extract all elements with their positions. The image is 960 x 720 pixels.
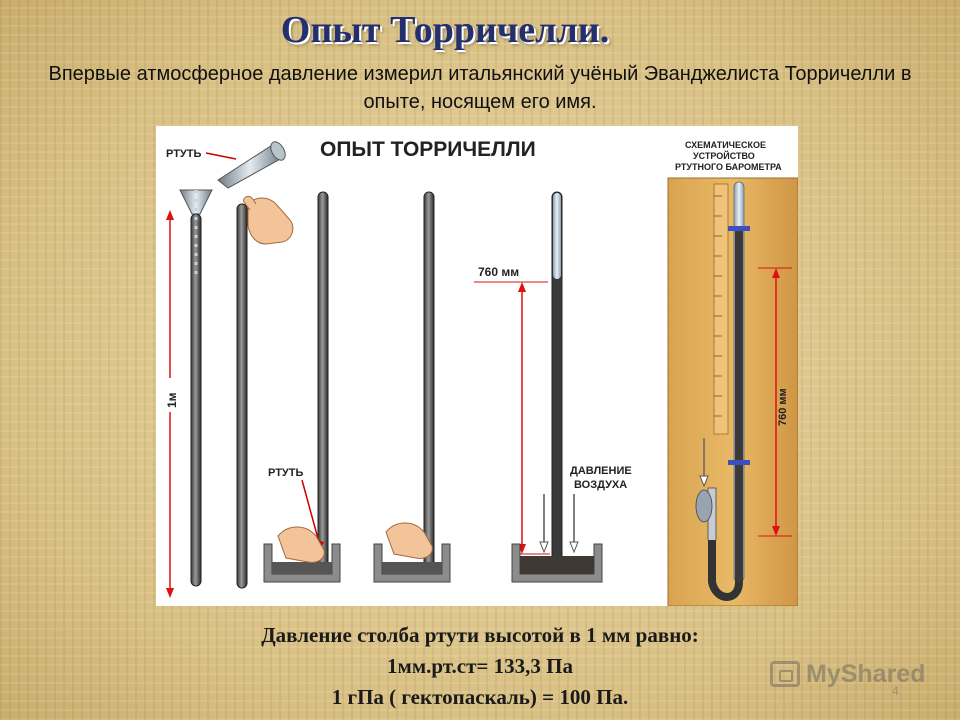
label-760-right: 760 мм [777,388,789,426]
hand-icon [247,197,294,245]
label-mercury-top: РТУТЬ [166,148,201,160]
watermark-text: MyShared [806,659,926,688]
intro-text: Впервые атмосферное давление измерил ита… [48,63,912,113]
label-760-left: 760 мм [478,265,519,279]
label-one-meter: 1м [165,392,179,408]
formula-line-3: 1 гПа ( гектопаскаль) = 100 Па. [331,685,629,709]
stage-closing [236,195,294,589]
stage-filling: РТУТЬ 1м [164,141,286,598]
page-number: 4 [892,684,899,698]
presentation-icon [770,661,800,687]
formula-block: Давление столба ртути высотой в 1 мм рав… [0,620,960,713]
barometer-title-line2: УСТРОЙСТВО [693,150,755,161]
formula-line-1: Давление столба ртути высотой в 1 мм рав… [261,623,699,647]
watermark-logo: MyShared [770,654,925,694]
figure-heading: ОПЫТ ТОРРИЧЕЛЛИ [320,138,536,161]
barometer-title-line3: РТУТНОГО БАРОМЕТРА [675,162,782,172]
barometer-title-line1: СХЕМАТИЧЕСКОЕ [685,140,766,150]
stage-submerging [373,191,451,583]
formula-line-2: 1мм.рт.ст= 133,3 Па [387,654,573,678]
label-mercury-bottom: РТУТЬ [268,467,303,479]
label-air-line1: ДАВЛЕНИЕ [570,465,632,477]
stage-inverting: РТУТЬ [263,191,341,583]
barometer-diagram: СХЕМАТИЧЕСКОЕ УСТРОЙСТВО РТУТНОГО БАРОМЕ… [667,140,798,606]
label-air-line2: ВОЗДУХА [574,479,627,491]
slide-title: Опыт Торричелли. [280,9,610,51]
stage-result: 760 мм ДАВЛЕНИЕ ВОЗДУХА [474,191,632,583]
torricelli-illustration: ОПЫТ ТОРРИЧЕЛЛИ РТУТЬ 1м [156,126,798,606]
